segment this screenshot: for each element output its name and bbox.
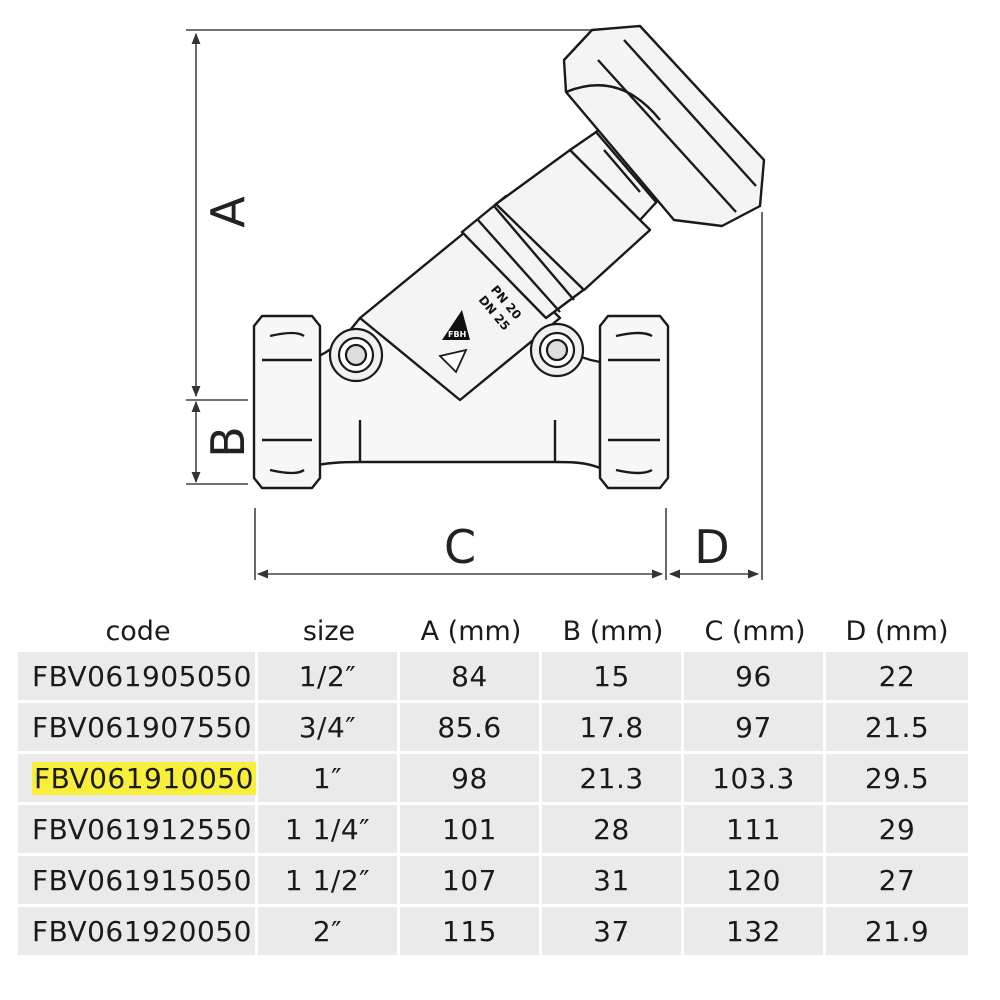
- cell-b: 37: [542, 907, 684, 958]
- table-row: FBV061920050 2″ 115 37 132 21.9: [18, 907, 968, 958]
- test-port-left: [328, 327, 384, 383]
- dimension-label-a: A: [201, 196, 255, 228]
- dimension-label-c: C: [444, 520, 476, 574]
- header-size: size: [258, 610, 400, 652]
- cell-size: 1 1/4″: [258, 805, 400, 856]
- brand-logo-text: FBH: [448, 330, 466, 339]
- cell-c: 96: [684, 652, 826, 703]
- header-code: code: [18, 610, 258, 652]
- table-row: FBV061915050 1 1/2″ 107 31 120 27: [18, 856, 968, 907]
- cell-c: 132: [684, 907, 826, 958]
- cell-b: 17.8: [542, 703, 684, 754]
- cell-d: 21.5: [826, 703, 968, 754]
- dimension-label-d: D: [694, 520, 729, 574]
- header-b: B (mm): [542, 610, 684, 652]
- cell-d: 27: [826, 856, 968, 907]
- cell-b: 28: [542, 805, 684, 856]
- cell-size: 1/2″: [258, 652, 400, 703]
- flow-arrow-icon: [438, 348, 468, 374]
- table-header-row: code size A (mm) B (mm) C (mm) D (mm): [18, 610, 968, 652]
- cell-a: 107: [400, 856, 542, 907]
- table-row: FBV061907550 3/4″ 85.6 17.8 97 21.5: [18, 703, 968, 754]
- test-port-right: [529, 322, 585, 378]
- cell-c: 111: [684, 805, 826, 856]
- cell-b: 15: [542, 652, 684, 703]
- highlight-marker: FBV061910050: [32, 761, 256, 795]
- cell-size: 2″: [258, 907, 400, 958]
- cell-c: 103.3: [684, 754, 826, 805]
- table-row: FBV061912550 1 1/4″ 101 28 111 29: [18, 805, 968, 856]
- cell-c: 97: [684, 703, 826, 754]
- cell-b: 31: [542, 856, 684, 907]
- cell-a: 115: [400, 907, 542, 958]
- cell-d: 29.5: [826, 754, 968, 805]
- dimension-lines: [186, 29, 763, 580]
- table-row-highlighted: FBV061910050 1″ 98 21.3 103.3 29.5: [18, 754, 968, 805]
- cell-code: FBV061920050: [18, 907, 258, 958]
- cell-code: FBV061905050: [18, 652, 258, 703]
- cell-b: 21.3: [542, 754, 684, 805]
- cell-code: FBV061912550: [18, 805, 258, 856]
- valve-dimension-drawing: A B C D: [186, 24, 766, 580]
- cell-a: 101: [400, 805, 542, 856]
- cell-size: 1″: [258, 754, 400, 805]
- cell-a: 98: [400, 754, 542, 805]
- cell-d: 29: [826, 805, 968, 856]
- cell-a: 85.6: [400, 703, 542, 754]
- cell-d: 21.9: [826, 907, 968, 958]
- header-a: A (mm): [400, 610, 542, 652]
- cell-code-highlighted: FBV061910050: [18, 754, 258, 805]
- dimension-label-b: B: [201, 426, 255, 458]
- header-c: C (mm): [684, 610, 826, 652]
- cell-c: 120: [684, 856, 826, 907]
- cell-code: FBV061907550: [18, 703, 258, 754]
- dimension-table: code size A (mm) B (mm) C (mm) D (mm) FB…: [18, 610, 968, 958]
- brand-logo-triangle: FBH: [442, 310, 470, 340]
- cell-size: 3/4″: [258, 703, 400, 754]
- cell-d: 22: [826, 652, 968, 703]
- cell-a: 84: [400, 652, 542, 703]
- table-row: FBV061905050 1/2″ 84 15 96 22: [18, 652, 968, 703]
- header-d: D (mm): [826, 610, 968, 652]
- cell-size: 1 1/2″: [258, 856, 400, 907]
- cell-code: FBV061915050: [18, 856, 258, 907]
